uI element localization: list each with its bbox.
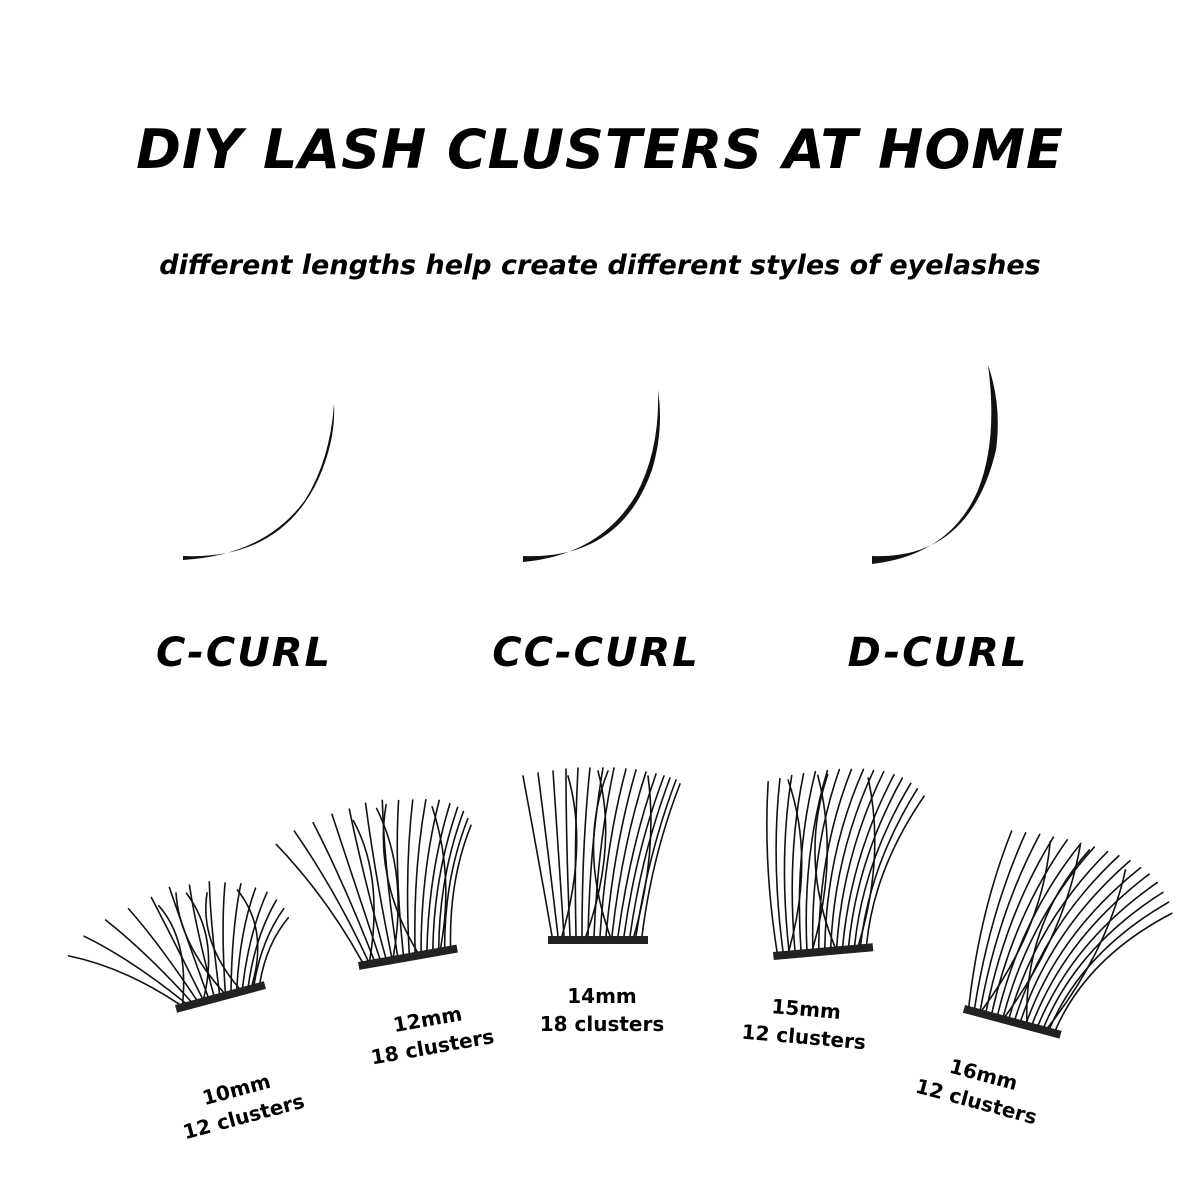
c-curl-label: C-CURL <box>155 630 333 676</box>
cluster-caption-14mm: 14mm 18 clusters <box>502 982 702 1038</box>
cc-curl-label: CC-CURL <box>492 630 700 676</box>
lash-cluster-15mm-icon <box>766 768 925 960</box>
cc-curl-lash-icon <box>523 390 660 562</box>
c-curl-lash-icon <box>183 404 335 560</box>
lash-cluster-12mm-icon <box>275 798 472 970</box>
page-title: DIY LASH CLUSTERS AT HOME <box>136 118 1064 181</box>
lash-cluster-10mm-icon <box>67 881 290 1013</box>
page-subtitle: different lengths help create different … <box>159 250 1041 281</box>
d-curl-label: D-CURL <box>847 630 1029 676</box>
lash-cluster-16mm-icon <box>962 830 1173 1039</box>
d-curl-lash-icon <box>872 365 998 564</box>
cluster-length: 14mm <box>567 984 637 1008</box>
cluster-count: 18 clusters <box>539 1012 665 1036</box>
lash-cluster-14mm-icon <box>522 767 681 944</box>
